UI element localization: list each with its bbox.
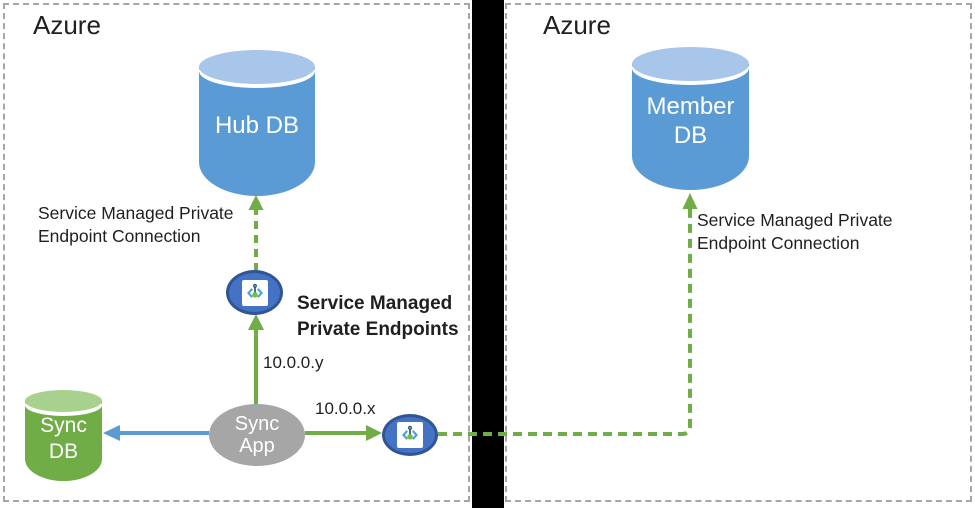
hub-db-body — [199, 67, 315, 196]
left-azure-title: Azure — [33, 10, 101, 40]
sync-db-cylinder: Sync DB — [25, 390, 102, 481]
member-db-top — [632, 47, 749, 81]
sync-app-label: Sync App — [234, 413, 280, 457]
private-endpoint-icon — [397, 422, 423, 448]
ip-address-y-label: 10.0.0.y — [263, 353, 324, 372]
hub-db-label: Hub DB — [214, 111, 300, 139]
private-endpoint-node-hub — [226, 270, 283, 315]
private-endpoint-node-member — [382, 414, 438, 456]
sync-db-label: Sync DB — [40, 414, 87, 463]
sync-app-ellipse: Sync App — [209, 404, 305, 466]
member-db-body — [632, 64, 749, 190]
private-endpoint-icon — [241, 279, 268, 306]
hub-db-cylinder: Hub DB — [199, 50, 315, 196]
hub-db-top — [199, 50, 315, 84]
member-db-label: Member DB — [646, 92, 735, 149]
private-endpoints-title-label: Service Managed Private Endpoints — [297, 293, 459, 340]
right-endpoint-connection-label: Service Managed Private Endpoint Connect… — [697, 210, 893, 253]
right-azure-title: Azure — [543, 10, 611, 40]
left-endpoint-connection-label: Service Managed Private Endpoint Connect… — [38, 203, 234, 246]
sync-db-top — [25, 390, 102, 412]
network-boundary-divider — [472, 0, 504, 508]
member-db-cylinder: Member DB — [632, 47, 749, 190]
ip-address-x-label: 10.0.0.x — [315, 399, 376, 418]
